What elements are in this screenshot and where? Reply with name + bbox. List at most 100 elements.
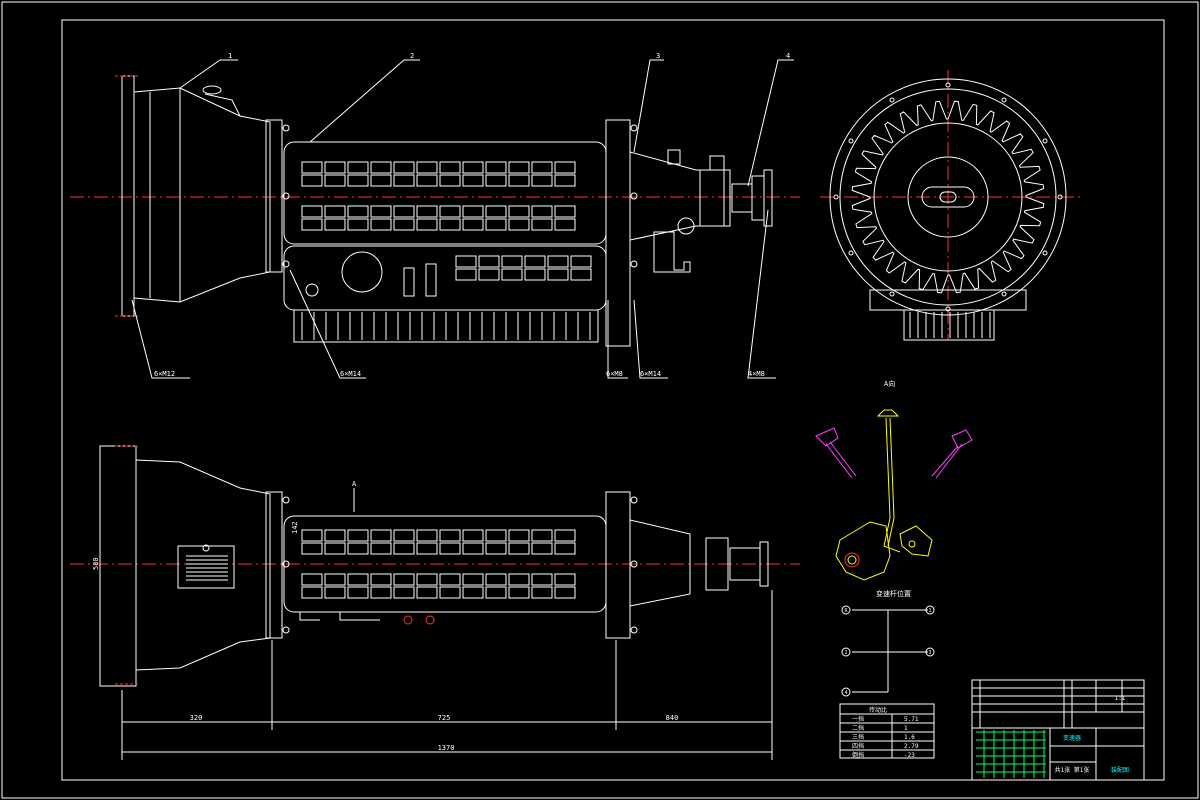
vent-cell [485, 542, 507, 555]
vent-cell [416, 161, 438, 174]
vent-cell [485, 205, 507, 218]
vent-cell [462, 161, 484, 174]
vent-cell [485, 218, 507, 231]
vent-cell [324, 174, 346, 187]
vent-cell [347, 573, 369, 586]
vent-cell [455, 268, 477, 281]
thread-label-1: 6×M12 [154, 370, 175, 378]
ratio-label-3: 四挡 [852, 742, 864, 750]
rear-case-flange [605, 119, 631, 347]
vent-cell [439, 174, 461, 187]
vent-cell [462, 542, 484, 555]
gear-label-2: 2 [844, 650, 847, 656]
vent-cell [416, 174, 438, 187]
bolt-hole [1001, 97, 1007, 103]
vent-cell [347, 161, 369, 174]
vent-cell [508, 161, 530, 174]
vent-cell [393, 218, 415, 231]
vent-cell [462, 573, 484, 586]
shift-lever-right [951, 429, 973, 449]
dim-total: 1370 [438, 744, 455, 752]
vent-cell [508, 586, 530, 599]
ratio-label-0: 一挡 [852, 715, 864, 723]
vent-cell [531, 542, 553, 555]
vent-cell [301, 542, 323, 555]
vent-cell [554, 161, 576, 174]
vent-cell [478, 268, 500, 281]
flange-dimension: 142 [291, 521, 299, 534]
bolt-hole [1042, 138, 1048, 144]
title-block-scale: 1:1 [1115, 695, 1126, 702]
vent-cell [554, 529, 576, 542]
vent-cell [393, 586, 415, 599]
front-vent-grid [301, 161, 592, 281]
leader-label-2: 2 [410, 52, 414, 60]
vent-cell [547, 268, 569, 281]
vent-cell [393, 573, 415, 586]
bell-flange [121, 75, 135, 317]
ratio-value-3: 2.79 [904, 743, 919, 750]
vent-cell [462, 529, 484, 542]
vent-cell [508, 529, 530, 542]
height-dimension: 580 [92, 557, 100, 570]
vent-cell [301, 161, 323, 174]
vent-cell [462, 218, 484, 231]
vent-cell [531, 573, 553, 586]
dim-320: 320 [190, 714, 203, 722]
vent-cell [485, 161, 507, 174]
vent-cell [554, 205, 576, 218]
vent-cell [347, 529, 369, 542]
vent-cell [439, 161, 461, 174]
ratio-table-text: 传动比 一挡 5.71 二挡 1 三挡 1.6 四挡 2.79 倒挡 -23 [852, 706, 919, 759]
vent-cell [508, 218, 530, 231]
vent-cell [485, 174, 507, 187]
vent-cell [370, 586, 392, 599]
breather-cap [202, 85, 222, 95]
vent-cell [370, 174, 392, 187]
vent-cell [462, 586, 484, 599]
vent-cell [324, 161, 346, 174]
bell-housing [133, 87, 271, 303]
vent-cell [370, 542, 392, 555]
dim-725: 725 [438, 714, 451, 722]
vent-cell [439, 586, 461, 599]
title-block-green-lines [976, 730, 1046, 778]
thread-label-2: 6×M14 [340, 370, 361, 378]
vent-cell [347, 205, 369, 218]
ratio-value-2: 1.6 [904, 734, 915, 741]
shift-pattern [841, 605, 935, 697]
vent-cell [508, 205, 530, 218]
vent-cell [531, 529, 553, 542]
vent-cell [324, 218, 346, 231]
vent-cell [370, 529, 392, 542]
detail-a-view: A向 变速杆位置 [815, 379, 973, 598]
side-elevation-view [70, 445, 800, 687]
leader-label-1: 1 [228, 52, 232, 60]
bolt-hole [848, 138, 854, 144]
title-block-name: 变速器 [1063, 734, 1081, 742]
ring-gear-teeth [833, 82, 1063, 312]
ratio-label-1: 二挡 [852, 724, 864, 732]
vent-cell [301, 529, 323, 542]
vent-cell [439, 218, 461, 231]
thread-label-4: 6×M14 [640, 370, 661, 378]
end-view [820, 70, 1080, 341]
vent-cell [324, 529, 346, 542]
bolt-hole [889, 97, 895, 103]
vent-cell [416, 205, 438, 218]
thread-label-3: 6×M8 [606, 370, 623, 378]
ring-gear-inner [873, 122, 1023, 272]
vent-cell [554, 542, 576, 555]
vent-cell [508, 542, 530, 555]
vent-cell [501, 255, 523, 268]
bolt-hole [833, 194, 839, 200]
vent-cell [416, 586, 438, 599]
leader-labels: 1 2 3 4 6×M12 6×M14 6×M8 6×M14 4×M8 [154, 52, 790, 378]
vent-cell [462, 174, 484, 187]
vent-cell [485, 573, 507, 586]
vent-cell [301, 205, 323, 218]
vent-cell [324, 573, 346, 586]
ratio-value-4: -23 [904, 752, 915, 759]
vent-cell [531, 174, 553, 187]
